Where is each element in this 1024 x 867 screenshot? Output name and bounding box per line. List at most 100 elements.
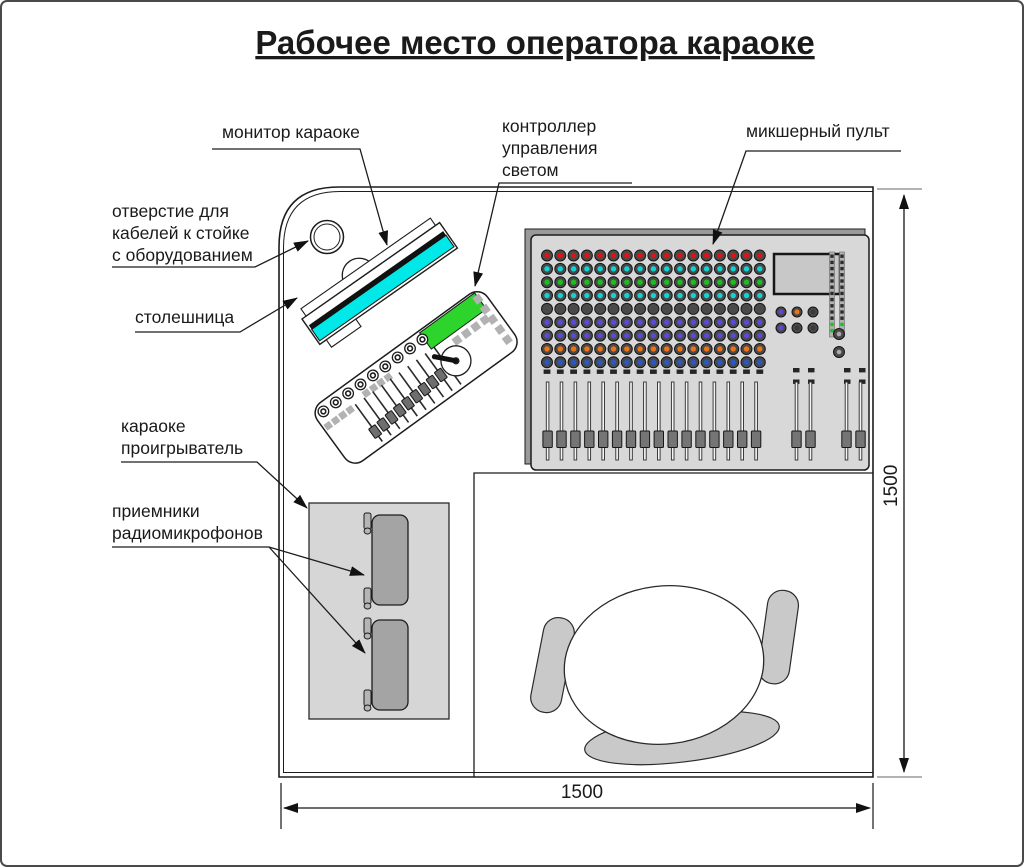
fader-handle — [625, 430, 637, 448]
mixer-knob-cap — [650, 252, 657, 259]
joystick — [431, 345, 472, 377]
fader-handle — [681, 430, 692, 448]
mixer-knob-cap — [690, 332, 696, 339]
fader-track — [601, 381, 605, 461]
mixer-knob-cap — [743, 319, 750, 325]
mixer-knob-cap — [703, 306, 710, 312]
fader-handle — [723, 430, 734, 448]
fader-track — [615, 381, 619, 461]
meter-segment — [840, 279, 844, 283]
label-light-controller: светом — [502, 160, 559, 180]
receiver-mount — [363, 689, 372, 707]
meter-segment — [840, 273, 844, 277]
mixer-knob-cap — [703, 252, 710, 259]
controller-button — [460, 327, 472, 340]
mixer-button — [808, 368, 815, 373]
mixer-knob-cap — [584, 279, 590, 285]
mixer-button — [676, 369, 684, 374]
mixer-aux-knob-cap — [778, 325, 784, 331]
fader-track — [844, 381, 849, 461]
meter-segment — [840, 316, 844, 320]
mixer-button — [556, 369, 564, 374]
meter-segment — [830, 304, 834, 308]
mixer-knob-cap — [544, 346, 550, 352]
fader-handle — [598, 430, 609, 448]
fader-track — [587, 381, 592, 461]
mixer-knob-cap — [717, 346, 723, 352]
mixer-button — [703, 369, 710, 374]
meter-segment-green — [830, 322, 834, 327]
mixer-master-knob-cap — [836, 331, 842, 337]
mixer-knob-cap — [717, 266, 723, 272]
meter-segment — [840, 260, 844, 265]
meter-segment — [830, 266, 834, 271]
mixer-knob-cap — [757, 319, 763, 325]
mixer-knob-cap — [664, 359, 670, 365]
mixer-knob-cap — [757, 252, 763, 259]
meter-segment — [830, 310, 834, 314]
receiver-body — [371, 514, 409, 606]
mixer-knob-cap — [664, 346, 670, 352]
mixer-knob-cap — [610, 346, 617, 352]
meter-segment — [840, 304, 844, 308]
mixer-knob-cap — [584, 359, 590, 365]
fader-track — [629, 381, 633, 461]
leader-light-controller — [473, 182, 632, 287]
meter-segment — [840, 285, 844, 289]
fader-handle — [805, 430, 816, 448]
mixer-knob-cap — [610, 266, 617, 272]
label-receivers: приемники — [112, 501, 200, 521]
mixer-knob-cap — [703, 359, 710, 365]
fader-track — [808, 381, 813, 461]
mixer-knob-cap — [624, 359, 630, 365]
mixer-knob-grid — [541, 249, 766, 369]
mixer-knob-cap — [677, 306, 683, 312]
mixer-button — [716, 369, 724, 374]
mixer-button — [583, 369, 591, 374]
cable-hole-inner — [313, 223, 341, 251]
mixer-knob-cap — [677, 292, 683, 299]
mixer-knob-cap — [743, 306, 750, 312]
mixer-master-knobs — [833, 328, 845, 358]
mixer-knob-cap — [584, 252, 590, 259]
label-monitor: монитор караоке — [222, 122, 360, 142]
mixer-knob-cap — [730, 252, 736, 259]
desk-inner-edge — [283, 191, 873, 773]
controller-button — [472, 293, 484, 305]
chair-seat — [563, 584, 765, 746]
mixer-knob-cap — [677, 346, 683, 352]
mixer-knob-cap — [597, 306, 603, 312]
label-karaoke-player: проигрыватель — [121, 438, 243, 458]
fader-track — [670, 381, 675, 461]
mixer-aux-knob-cap — [810, 325, 816, 331]
mixer-knob-cap — [610, 332, 617, 339]
fader-track — [740, 381, 744, 461]
mixer-knob-cap — [664, 332, 670, 339]
controller-knob-cap — [382, 363, 389, 370]
mixer-knob-cap — [650, 266, 657, 272]
mixer-knob-cap — [703, 319, 710, 325]
mixer-knob-cap — [650, 319, 657, 325]
controller-button — [361, 388, 372, 399]
receiver-mount — [363, 587, 372, 605]
monitor-screen — [310, 234, 455, 342]
mixer-knob-cap — [624, 252, 630, 259]
mixer-knob-cap — [610, 306, 617, 312]
mixer-button — [650, 369, 657, 374]
mixer-knob-cap — [664, 252, 670, 259]
mixer-knob-cap — [637, 346, 643, 352]
controller-button — [470, 321, 482, 333]
meter-segment — [830, 297, 834, 302]
mixer-knob-cap — [757, 346, 763, 352]
mixer-knob-cap — [610, 292, 617, 299]
fader-handle — [667, 430, 678, 448]
mixer-knob-cap — [743, 266, 750, 272]
mixer-button — [756, 369, 764, 374]
meter-segment — [840, 291, 844, 296]
fader-handle — [556, 430, 567, 448]
fader-track — [545, 381, 550, 461]
mixer-knob-cap — [584, 266, 590, 272]
mixer-knob-cap — [743, 292, 750, 299]
mixer-knob-cap — [730, 306, 736, 312]
